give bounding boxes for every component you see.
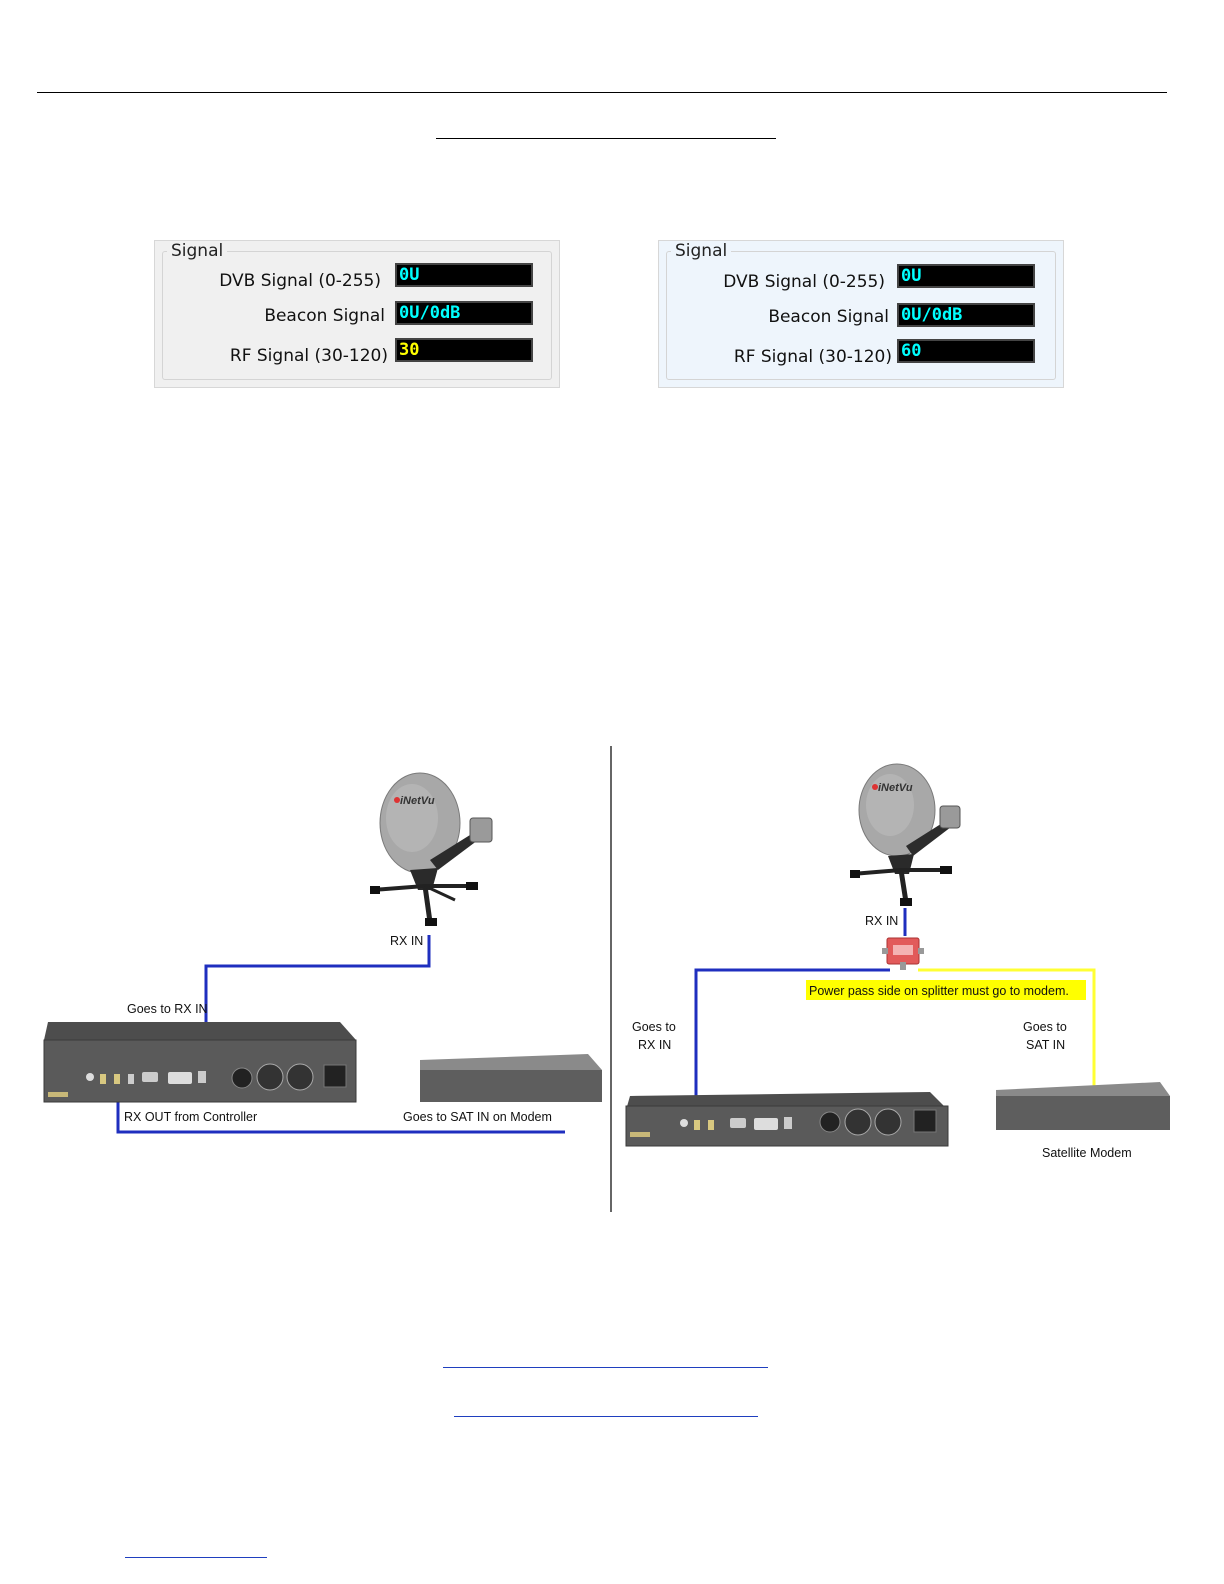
link-underline-3[interactable] xyxy=(125,1557,267,1558)
beacon-signal-value: 0U/0dB xyxy=(897,303,1035,327)
signal-group-title: Signal xyxy=(671,241,732,261)
link-underline-2[interactable] xyxy=(454,1416,758,1417)
dvb-signal-label: DVB Signal (0-255) xyxy=(219,271,381,291)
cable-rx-in-left xyxy=(204,935,431,1022)
satellite-dish-left xyxy=(370,772,493,926)
rf-signal-value: 60 xyxy=(897,339,1035,363)
satellite-modem-left xyxy=(420,1054,602,1102)
rf-signal-label: RF Signal (30-120) xyxy=(733,347,892,367)
heading-underline xyxy=(436,138,776,139)
beacon-signal-label: Beacon Signal xyxy=(264,306,385,326)
signal-panel-right: Signal DVB Signal (0-255) 0U Beacon Sign… xyxy=(658,240,1064,388)
cable-rx-out-left xyxy=(116,1102,565,1134)
cable-splitter-to-controller xyxy=(694,968,890,1096)
dvb-signal-label: DVB Signal (0-255) xyxy=(723,272,885,292)
signal-group-box xyxy=(666,251,1056,380)
label-goes-to-sat-in-right-1: Goes to xyxy=(1023,1020,1067,1034)
dish-logo-mark-right xyxy=(872,784,878,790)
beacon-signal-value: 0U/0dB xyxy=(395,301,533,325)
cable-power-pass-to-modem xyxy=(918,968,1096,1096)
label-goes-to-rx-in-right-2: RX IN xyxy=(638,1038,671,1052)
signal-panel-left: Signal DVB Signal (0-255) 0U Beacon Sign… xyxy=(154,240,560,388)
connection-diagram: iNetVu RX IN Goes to RX IN RX OUT from C… xyxy=(43,746,1170,1212)
dish-logo-mark-left xyxy=(394,797,400,803)
splitter xyxy=(882,937,924,970)
satellite-modem-right xyxy=(996,1082,1170,1130)
dish-logo-left: iNetVu xyxy=(400,795,435,807)
splitter-note: Power pass side on splitter must go to m… xyxy=(809,984,1069,998)
signal-group-title: Signal xyxy=(167,241,228,261)
dish-logo-right: iNetVu xyxy=(878,782,913,794)
label-goes-to-sat-in-left: Goes to SAT IN on Modem xyxy=(403,1110,552,1124)
label-rx-in-right: RX IN xyxy=(865,914,898,928)
signal-group-box xyxy=(162,251,552,380)
label-goes-to-rx-in-right-1: Goes to xyxy=(632,1020,676,1034)
splitter-note-highlight xyxy=(806,980,1086,1000)
label-rx-in-left: RX IN xyxy=(390,934,423,948)
link-underline-1[interactable] xyxy=(443,1367,768,1368)
label-goes-to-rx-in-left: Goes to RX IN xyxy=(127,1002,208,1016)
controller-unit-right xyxy=(625,1092,949,1147)
dvb-signal-value: 0U xyxy=(395,263,533,287)
label-satellite-modem: Satellite Modem xyxy=(1042,1146,1132,1160)
header-rule xyxy=(37,92,1167,93)
dvb-signal-value: 0U xyxy=(897,264,1035,288)
label-goes-to-sat-in-right-2: SAT IN xyxy=(1026,1038,1065,1052)
controller-unit-left xyxy=(43,1022,357,1103)
rf-signal-value: 30 xyxy=(395,338,533,362)
rf-signal-label: RF Signal (30-120) xyxy=(229,346,388,366)
beacon-signal-label: Beacon Signal xyxy=(768,307,889,327)
label-rx-out-left: RX OUT from Controller xyxy=(124,1110,257,1124)
